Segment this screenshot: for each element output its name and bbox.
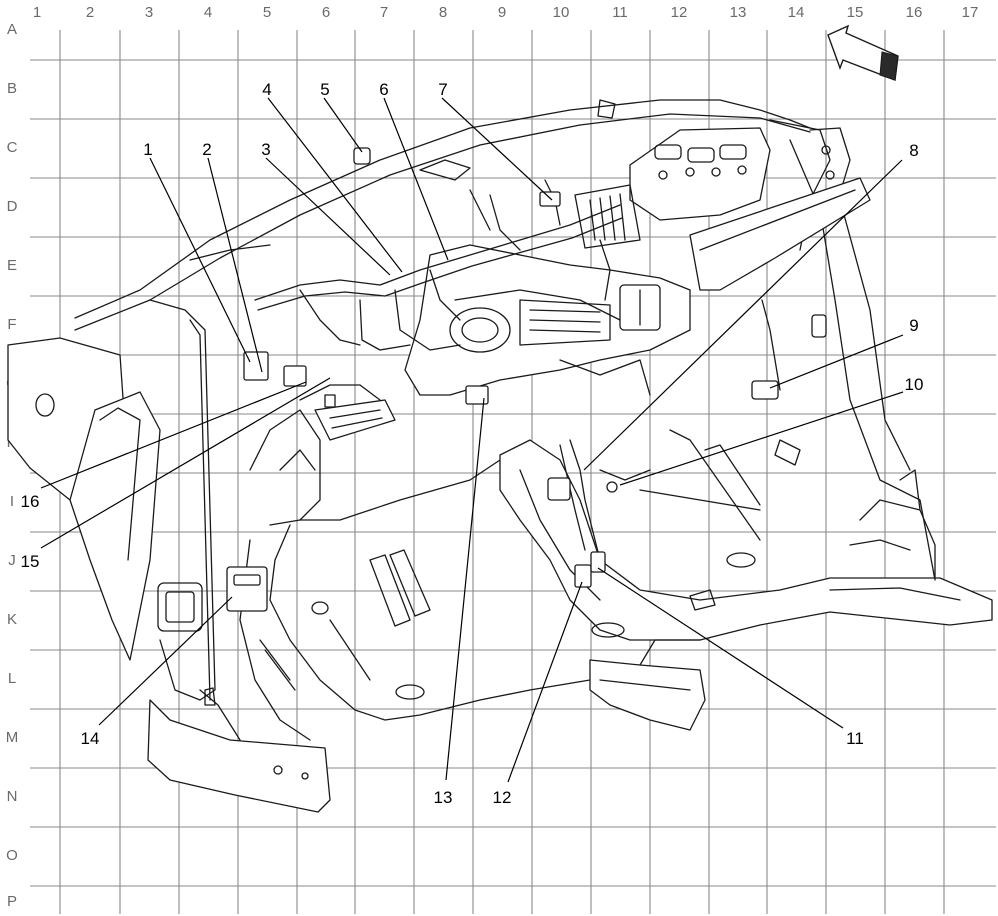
row-label: C [7, 139, 18, 156]
callout-7: 7 [438, 80, 447, 99]
callout-3: 3 [261, 140, 270, 159]
column-label: 11 [612, 4, 628, 21]
callout-9: 9 [909, 316, 918, 335]
callout-11: 11 [846, 729, 864, 748]
row-headers: A B C D E F G H I J K L M N O P [6, 21, 19, 910]
row-label: F [7, 316, 16, 333]
callout-15: 15 [21, 552, 40, 571]
column-label: 15 [847, 4, 864, 21]
row-label: O [6, 847, 18, 864]
column-label: 13 [730, 4, 747, 21]
callout-13: 13 [434, 788, 453, 807]
row-label: D [7, 198, 18, 215]
column-label: 7 [380, 4, 388, 21]
callout-16: 16 [21, 492, 40, 511]
row-label: J [8, 552, 16, 569]
column-label: 9 [498, 4, 506, 21]
callout-1: 1 [143, 140, 152, 159]
column-label: 14 [788, 4, 805, 21]
row-label: K [7, 611, 17, 628]
row-label: E [7, 257, 17, 274]
callout-6: 6 [379, 80, 388, 99]
callout-12: 12 [493, 788, 512, 807]
row-label: B [7, 80, 17, 97]
column-label: 12 [671, 4, 688, 21]
row-label: I [10, 493, 14, 510]
column-headers: 1 2 3 4 5 6 7 8 9 10 11 12 13 14 15 16 1… [33, 4, 979, 21]
column-label: 8 [439, 4, 447, 21]
callout-14: 14 [81, 729, 100, 748]
column-label: 3 [145, 4, 153, 21]
front-arrow-icon [827, 24, 899, 81]
column-label: 2 [86, 4, 94, 21]
row-label: M [6, 729, 19, 746]
row-label: L [8, 670, 16, 687]
column-label: 1 [33, 4, 41, 21]
column-label: 5 [263, 4, 271, 21]
callout-4: 4 [262, 80, 271, 99]
column-label: 16 [906, 4, 923, 21]
callout-2: 2 [202, 140, 211, 159]
vehicle-line-art [7, 99, 993, 813]
row-label: N [7, 788, 18, 805]
row-label: P [7, 893, 17, 910]
callout-8: 8 [909, 141, 918, 160]
column-label: 17 [962, 4, 979, 21]
row-label: A [7, 21, 17, 38]
column-label: 10 [553, 4, 570, 21]
column-label: 6 [322, 4, 330, 21]
connectors [226, 147, 779, 612]
callout-labels: 1 2 3 4 5 6 7 8 9 10 11 12 13 14 15 16 [21, 80, 924, 807]
callout-5: 5 [320, 80, 329, 99]
callout-10: 10 [905, 375, 924, 394]
leader-lines [40, 97, 904, 783]
column-label: 4 [204, 4, 212, 21]
